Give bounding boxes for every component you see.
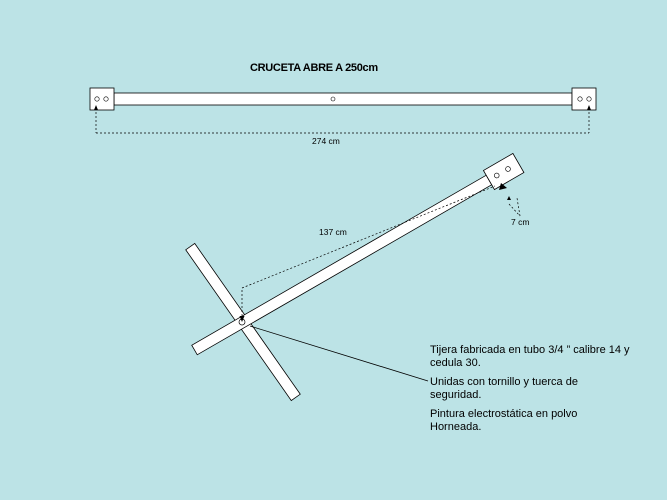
left-bolt-hole	[103, 96, 109, 102]
scissor-end-plate	[482, 152, 525, 191]
dimension-line-total	[95, 108, 590, 134]
arrow-icon	[507, 196, 511, 200]
arrow-icon	[587, 105, 591, 110]
right-bolt-hole	[586, 96, 592, 102]
arrow-icon	[94, 105, 98, 110]
dimension-label-offset: 7 cm	[511, 217, 530, 227]
scissor-bolt-hole	[494, 172, 500, 179]
note-finish: Pintura electrostática en polvo Horneada…	[430, 408, 578, 433]
scissor-view	[185, 152, 525, 402]
crossbar-top-view	[89, 87, 597, 134]
dimension-line-offset	[508, 197, 521, 217]
note-fasteners: Unidas con tornillo y tuerca de segurida…	[430, 376, 578, 401]
drawing-title: CRUCETA ABRE A 250cm	[250, 62, 378, 74]
spec-notes: Tijera fabricada en tubo 3/4 ” calibre 1…	[430, 344, 630, 440]
crossbar-tube	[113, 92, 573, 106]
left-bolt-hole	[94, 96, 100, 102]
scissor-arm-long	[191, 174, 493, 356]
right-end-plate	[571, 87, 597, 111]
dimension-line-half	[241, 185, 496, 320]
center-hole	[330, 96, 336, 102]
arrow-icon	[239, 316, 245, 322]
dimension-label-total: 274 cm	[312, 136, 340, 146]
leader-line	[249, 325, 429, 382]
note-material: Tijera fabricada en tubo 3/4 ” calibre 1…	[430, 344, 630, 369]
arrow-icon	[499, 183, 507, 190]
left-end-plate	[89, 87, 115, 111]
dimension-label-half: 137 cm	[319, 227, 347, 237]
right-bolt-hole	[577, 96, 583, 102]
scissor-bolt-hole	[505, 166, 511, 172]
